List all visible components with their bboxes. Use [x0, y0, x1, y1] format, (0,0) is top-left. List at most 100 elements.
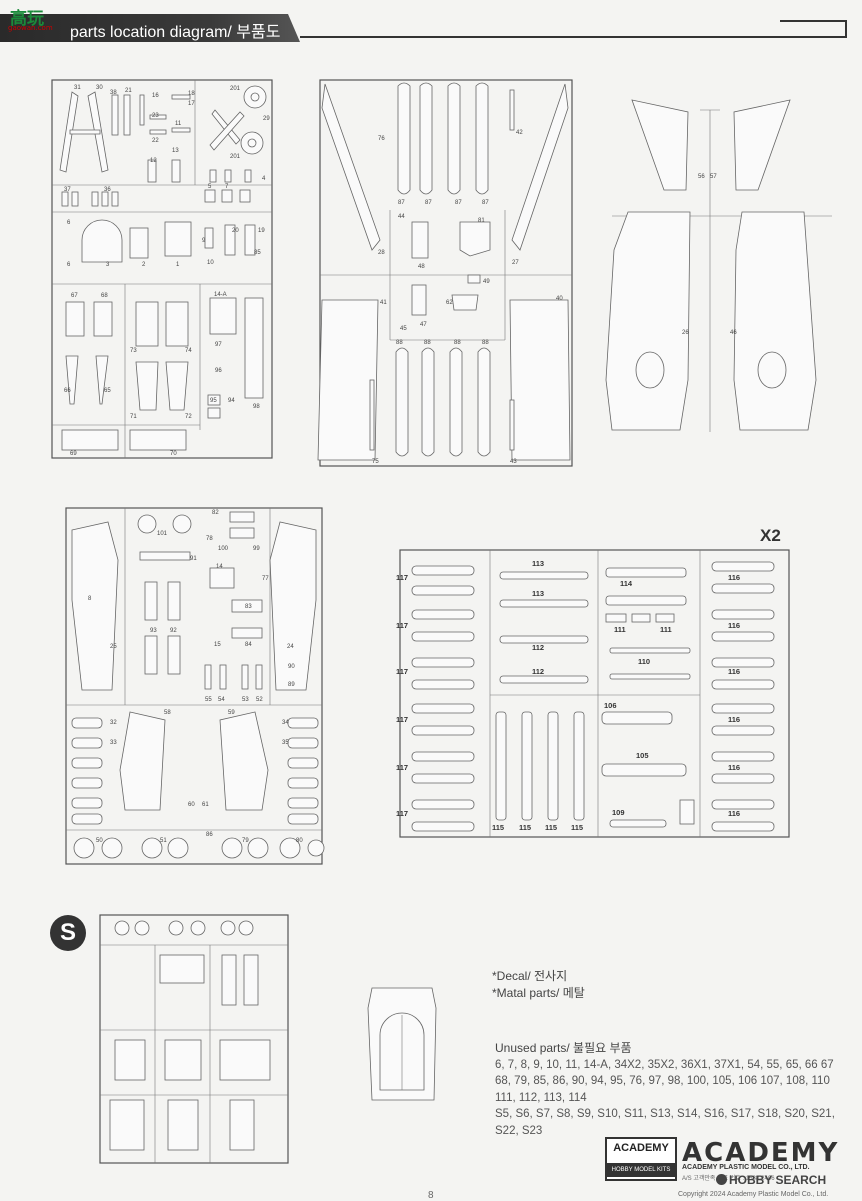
part-label: 88: [454, 340, 461, 346]
part-label: 117: [396, 809, 408, 818]
part-label: 2: [142, 262, 146, 268]
unused-parts-line: 68, 79, 85, 86, 90, 94, 95, 76, 97, 98, …: [495, 1075, 830, 1087]
part-label: 76: [378, 136, 385, 142]
part-label: 77: [262, 576, 269, 582]
part-label: 16: [152, 93, 159, 99]
part-label: 14-A: [214, 292, 227, 298]
part-label: 92: [170, 628, 177, 634]
part-label: 87: [425, 200, 432, 206]
canopy-part: [367, 987, 437, 1101]
metal-note: *Matal parts/ 메탈: [492, 986, 585, 1000]
part-label: 18: [188, 91, 195, 97]
academy-company-name: ACADEMY PLASTIC MODEL CO., LTD.: [682, 1164, 810, 1171]
unused-parts-line: 111, 112, 113, 114: [495, 1091, 587, 1104]
part-label: 75: [372, 459, 379, 465]
part-label: 117: [396, 763, 408, 772]
part-label: 22: [152, 138, 159, 144]
part-label: 115: [571, 823, 583, 832]
watermark-logo-sub: gaowan.com: [8, 24, 53, 32]
part-label: 37: [64, 187, 71, 193]
part-labels-b: 76 87 87 87 87 42 44 81 28 48 27 49 41 6…: [372, 130, 563, 465]
part-label: 88: [482, 340, 489, 346]
part-label: 1: [176, 262, 180, 268]
part-label: 85: [254, 250, 261, 256]
part-label: 101: [157, 531, 168, 537]
part-label: 116: [728, 573, 740, 582]
part-label: 44: [398, 214, 405, 220]
part-label: 111: [614, 625, 626, 634]
part-label: 117: [396, 621, 408, 630]
academy-service-number: A/S 고객만족 대표 번호 : 1588-2406: [682, 1176, 775, 1182]
part-label: 61: [202, 802, 209, 808]
part-label: 47: [420, 322, 427, 328]
part-label: 96: [215, 368, 222, 374]
part-label: 10: [207, 260, 214, 266]
page-number: 8: [428, 1190, 434, 1201]
part-label: 100: [218, 546, 229, 552]
part-label: 201: [230, 154, 241, 160]
part-label: 14: [216, 564, 223, 570]
sprue-a-frame: [51, 79, 273, 459]
part-label: 98: [253, 404, 260, 410]
part-label: 83: [245, 604, 252, 610]
watermark-logo-text: 高玩: [10, 9, 44, 29]
part-label: 115: [545, 823, 557, 832]
part-label: 112: [532, 643, 544, 652]
academy-brand: ACADEMY: [682, 1138, 840, 1168]
part-label: 21: [125, 88, 132, 94]
part-label: 65: [104, 388, 111, 394]
unused-parts: Unused parts/ 불필요 부품 6, 7, 8, 9, 10, 11,…: [495, 1040, 835, 1139]
part-label: 59: [228, 710, 235, 716]
part-label: 116: [728, 809, 740, 818]
part-label: 95: [210, 398, 217, 404]
sprue-e: [399, 549, 790, 838]
sprue-quantity-label: X2: [760, 526, 781, 545]
part-labels-d: 82 101 78 100 99 91 14 77 8 25 93 92 83 …: [88, 510, 303, 844]
part-label: 17: [188, 101, 195, 107]
part-label: 48: [418, 264, 425, 270]
part-label: 13: [172, 148, 179, 154]
part-label: 15: [214, 642, 221, 648]
sprue-b-frame: [319, 79, 573, 467]
part-label: 52: [256, 697, 263, 703]
part-label: 115: [492, 823, 504, 832]
part-label: 3: [106, 262, 110, 268]
top-rule: [300, 36, 845, 38]
academy-logo-text: ACADEMY: [613, 1142, 669, 1154]
part-labels-e: 113 113 114 116 116 116 116 116 116 117 …: [396, 559, 740, 832]
part-label: 87: [398, 200, 405, 206]
part-label: 115: [519, 823, 531, 832]
unused-parts-line: 6, 7, 8, 9, 10, 11, 14-A, 34X2, 35X2, 36…: [495, 1058, 834, 1071]
part-label: 116: [728, 763, 740, 772]
watermark-logo: 高玩 gaowan.com: [4, 2, 64, 32]
part-label: 19: [258, 228, 265, 234]
part-label: 72: [185, 414, 192, 420]
corner-rule-vertical: [845, 20, 847, 38]
part-label: 33: [110, 740, 117, 746]
part-label: 86: [206, 832, 213, 838]
header-bar: [0, 14, 300, 42]
part-label: 25: [110, 644, 117, 650]
part-label: 60: [188, 802, 195, 808]
sprue-b: [317, 79, 573, 467]
part-label: 68: [101, 293, 108, 299]
part-label: 45: [400, 326, 407, 332]
part-label: 116: [728, 621, 740, 630]
part-label: 27: [512, 260, 519, 266]
part-label: 112: [532, 667, 544, 676]
part-label: 20: [232, 228, 239, 234]
part-label: 62: [446, 300, 453, 306]
part-label: 114: [620, 579, 633, 588]
part-label: 32: [110, 720, 117, 726]
part-label: 90: [288, 664, 295, 670]
part-label: 117: [396, 573, 408, 582]
part-label: 34: [282, 720, 289, 726]
part-label: 28: [378, 250, 385, 256]
part-label: 71: [130, 414, 137, 420]
part-label: 42: [516, 130, 523, 136]
part-label: 117: [396, 715, 408, 724]
part-label: 6: [67, 220, 71, 226]
page-header: parts location diagram/ 부품도: [0, 14, 300, 42]
part-label: 82: [212, 510, 219, 516]
